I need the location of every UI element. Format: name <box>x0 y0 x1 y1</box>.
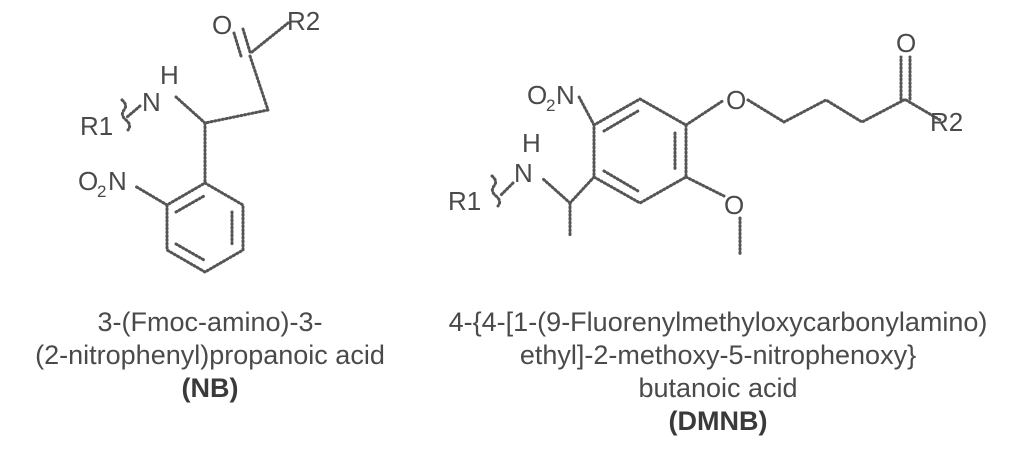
dmnb-wavy-bond <box>490 174 502 208</box>
nb-c-r2-bond <box>250 21 290 54</box>
nb-n-r1-bond <box>124 104 142 120</box>
dmnb-caption-line1: 4-{4-[1-(9-Fluorenylmethyloxycarbonylami… <box>448 307 988 337</box>
dmnb-ring-double-3 <box>602 169 640 193</box>
dmnb-caption: 4-{4-[1-(9-Fluorenylmethyloxycarbonylami… <box>418 306 1018 438</box>
dmnb-structure: O 2 N O O R2 H N R1 O <box>448 28 963 257</box>
nb-ring-double-2 <box>174 194 206 214</box>
nb-abbreviation: (NB) <box>181 373 239 403</box>
dmnb-benzene-ring <box>592 97 688 205</box>
nb-caption: 3-(Fmoc-amino)-3- (2-nitrophenyl)propano… <box>20 306 400 405</box>
nb-carbonyl-bond-1 <box>241 27 252 54</box>
nb-carbonyl-o-label: O <box>212 10 232 40</box>
dmnb-methoxy-o-label: O <box>724 190 744 220</box>
dmnb-caption-line2: ethyl]-2-methoxy-5-nitrophenoxy} <box>519 340 917 370</box>
nb-h-label: H <box>160 60 179 90</box>
dmnb-nitro-o-label: O <box>527 80 547 110</box>
dmnb-ether-bond <box>684 98 726 127</box>
nb-ring-double-3 <box>174 242 206 262</box>
dmnb-ch-n-bond <box>540 176 572 205</box>
dmnb-n-label: N <box>514 158 533 188</box>
nb-caption-line1: 3-(Fmoc-amino)-3- <box>97 307 323 337</box>
nb-ch2-bond <box>248 54 270 112</box>
dmnb-carbonyl-o-label: O <box>896 28 916 58</box>
dmnb-n-r1-bond <box>498 181 515 198</box>
dmnb-nitro-n-label: N <box>556 80 575 110</box>
dmnb-h-label: H <box>522 128 541 158</box>
nb-carbonyl-bond-2 <box>232 31 243 58</box>
nb-n-label: N <box>142 87 161 117</box>
dmnb-ether-o-label: O <box>726 85 746 115</box>
nb-ch-n-bond <box>174 95 207 125</box>
nb-r1-label: R1 <box>80 111 113 141</box>
dmnb-ring-ch-bond <box>568 175 596 205</box>
dmnb-methoxy-bond <box>684 175 726 198</box>
nb-nitro-o-label: O <box>78 166 98 196</box>
nb-structure: O R2 H N R1 O 2 N <box>78 6 320 274</box>
dmnb-nitro-subscript: 2 <box>546 96 555 115</box>
dmnb-ring-double-1 <box>602 109 640 133</box>
nb-caption-line2: (2-nitrophenyl)propanoic acid <box>35 340 385 370</box>
dmnb-butyl-chain <box>746 98 906 124</box>
dmnb-abbreviation: (DMNB) <box>668 406 768 436</box>
nb-nitro-n-label: N <box>108 166 127 196</box>
nb-nitro-bond <box>133 184 169 207</box>
dmnb-nitro-bond <box>576 93 596 127</box>
nb-wavy-bond <box>120 98 132 132</box>
dmnb-caption-line3: butanoic acid <box>638 373 798 403</box>
nb-r2-label: R2 <box>287 6 320 36</box>
dmnb-r2-label: R2 <box>930 107 963 137</box>
nb-nitro-subscript: 2 <box>97 182 106 201</box>
dmnb-r1-label: R1 <box>448 186 481 216</box>
dmnb-c-r2-bond <box>904 98 942 122</box>
nb-ch-bond <box>203 108 270 125</box>
